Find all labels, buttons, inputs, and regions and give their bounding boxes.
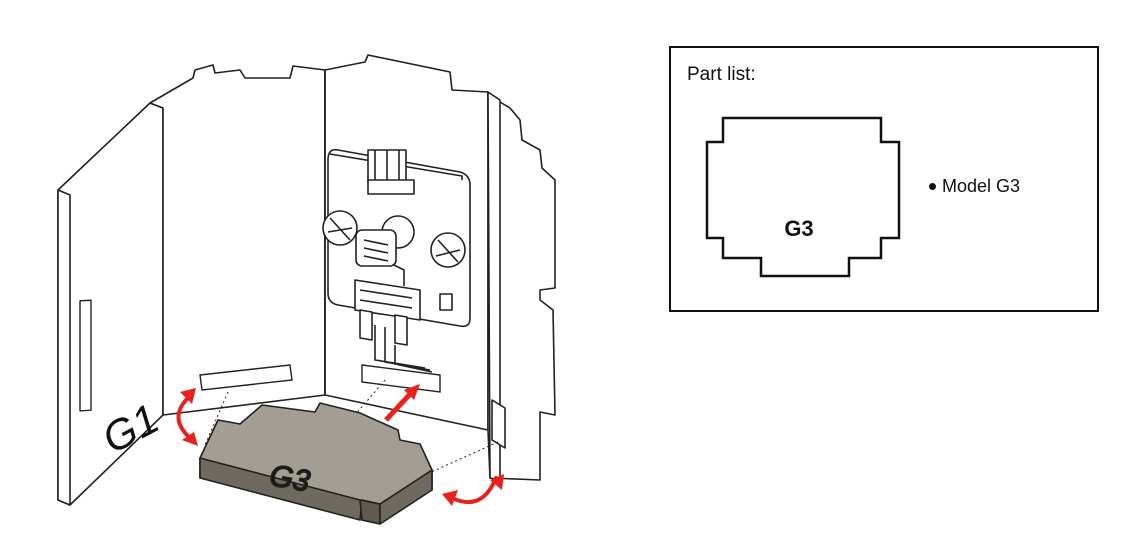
part-shape-label: G3 xyxy=(784,216,813,241)
floor-slots xyxy=(199,364,441,393)
base-plate-g3: G3 xyxy=(199,402,433,525)
base-label: G3 xyxy=(267,459,312,499)
left-wall-panel xyxy=(57,64,326,506)
right-wall-panel xyxy=(487,91,556,481)
part-g3-outline: G3 xyxy=(705,116,901,278)
part-list-item: Model G3 xyxy=(929,176,1020,197)
bullet-icon xyxy=(929,183,936,190)
part-list-box: Part list: G3 Model G3 xyxy=(669,46,1099,312)
rotation-arrow-left xyxy=(176,388,198,446)
part-list-item-label: Model G3 xyxy=(942,176,1021,196)
insert-arrow xyxy=(384,384,420,422)
part-list-title: Part list: xyxy=(687,64,756,85)
rotation-arrow-right xyxy=(442,474,504,506)
assembly-illustration: G3 G1 xyxy=(57,54,556,525)
sensor-board xyxy=(322,148,471,373)
